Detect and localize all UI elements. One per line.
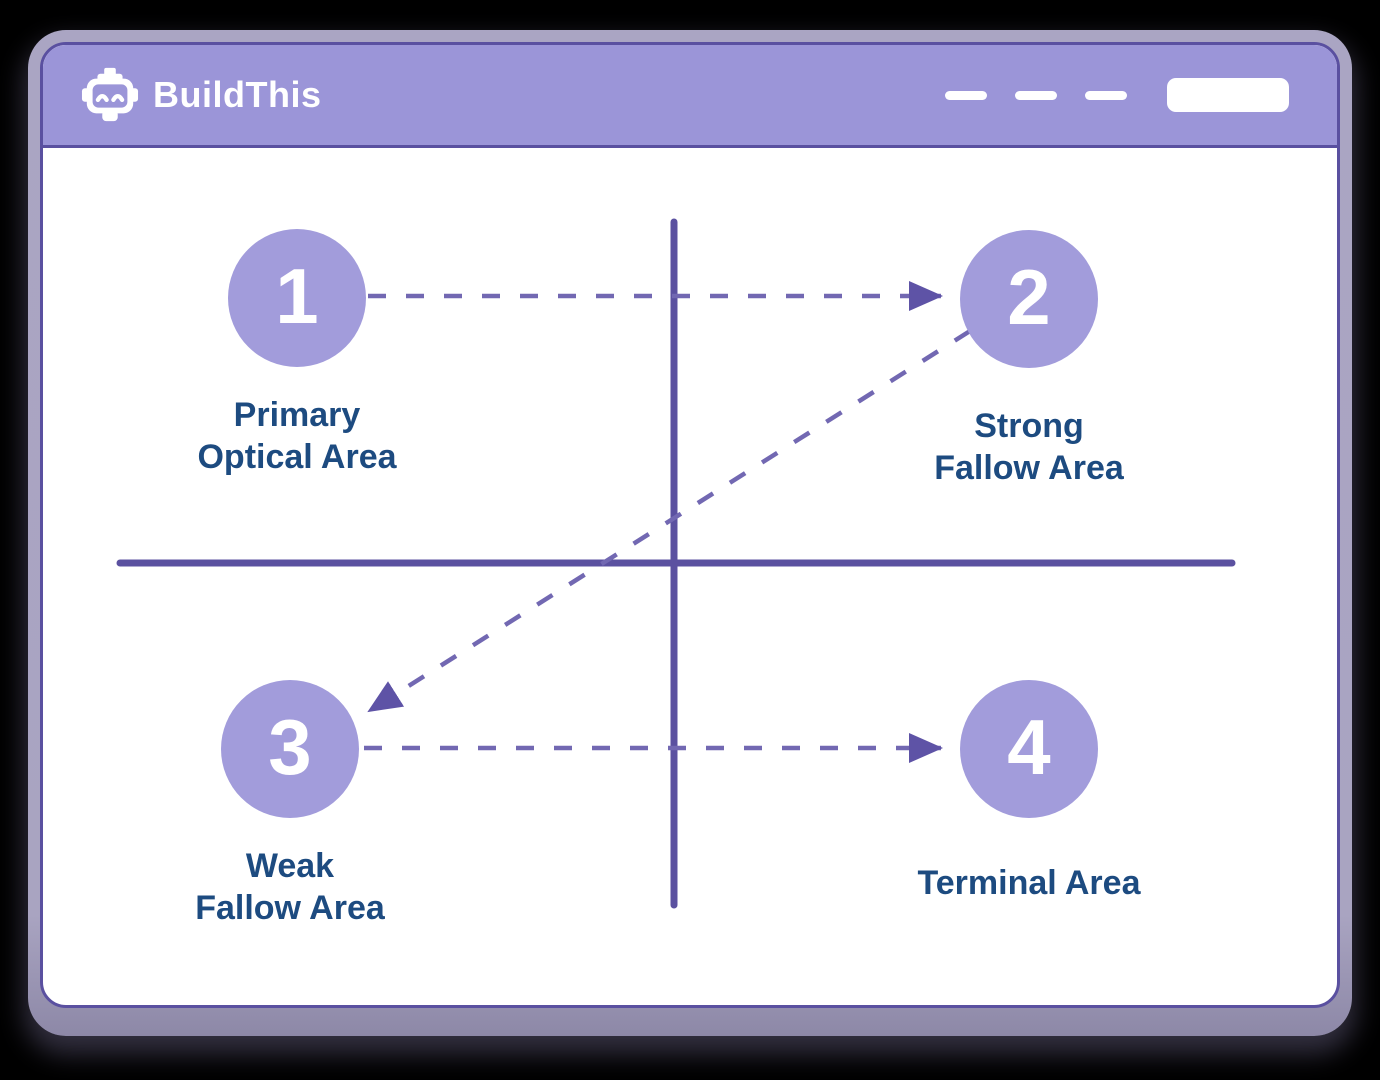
node-number-1: 1 [275,252,319,340]
arrow-2-to-3 [367,329,972,713]
node-number-4: 4 [1007,703,1051,791]
diagram-lines [116,218,1236,909]
node-number-2: 2 [1007,253,1051,341]
app-window: BuildThis [40,42,1340,1008]
robot-logo-icon [81,67,139,122]
cta-button[interactable] [1167,78,1289,112]
window-frame: BuildThis [28,30,1352,1036]
nav-placeholder-2[interactable] [1015,90,1057,100]
node-circle-3: 3 [221,680,359,818]
node-circle-1: 1 [228,229,366,367]
node-circle-2: 2 [960,230,1098,368]
diagram-canvas: 1 Primary Optical Area 2 Strong Fallow A… [43,148,1337,1005]
node-number-3: 3 [268,703,312,791]
header-nav [917,78,1289,112]
brand-title: BuildThis [153,74,322,115]
node-circle-4: 4 [960,680,1098,818]
nav-placeholder-1[interactable] [945,90,987,100]
node-label-3: Weak Fallow Area [195,847,385,927]
node-label-2: Strong Fallow Area [934,407,1124,487]
app-header: BuildThis [43,45,1337,148]
node-label-1: Primary Optical Area [197,396,397,476]
node-label-4: Terminal Area [917,864,1141,902]
nav-placeholder-3[interactable] [1085,90,1127,100]
